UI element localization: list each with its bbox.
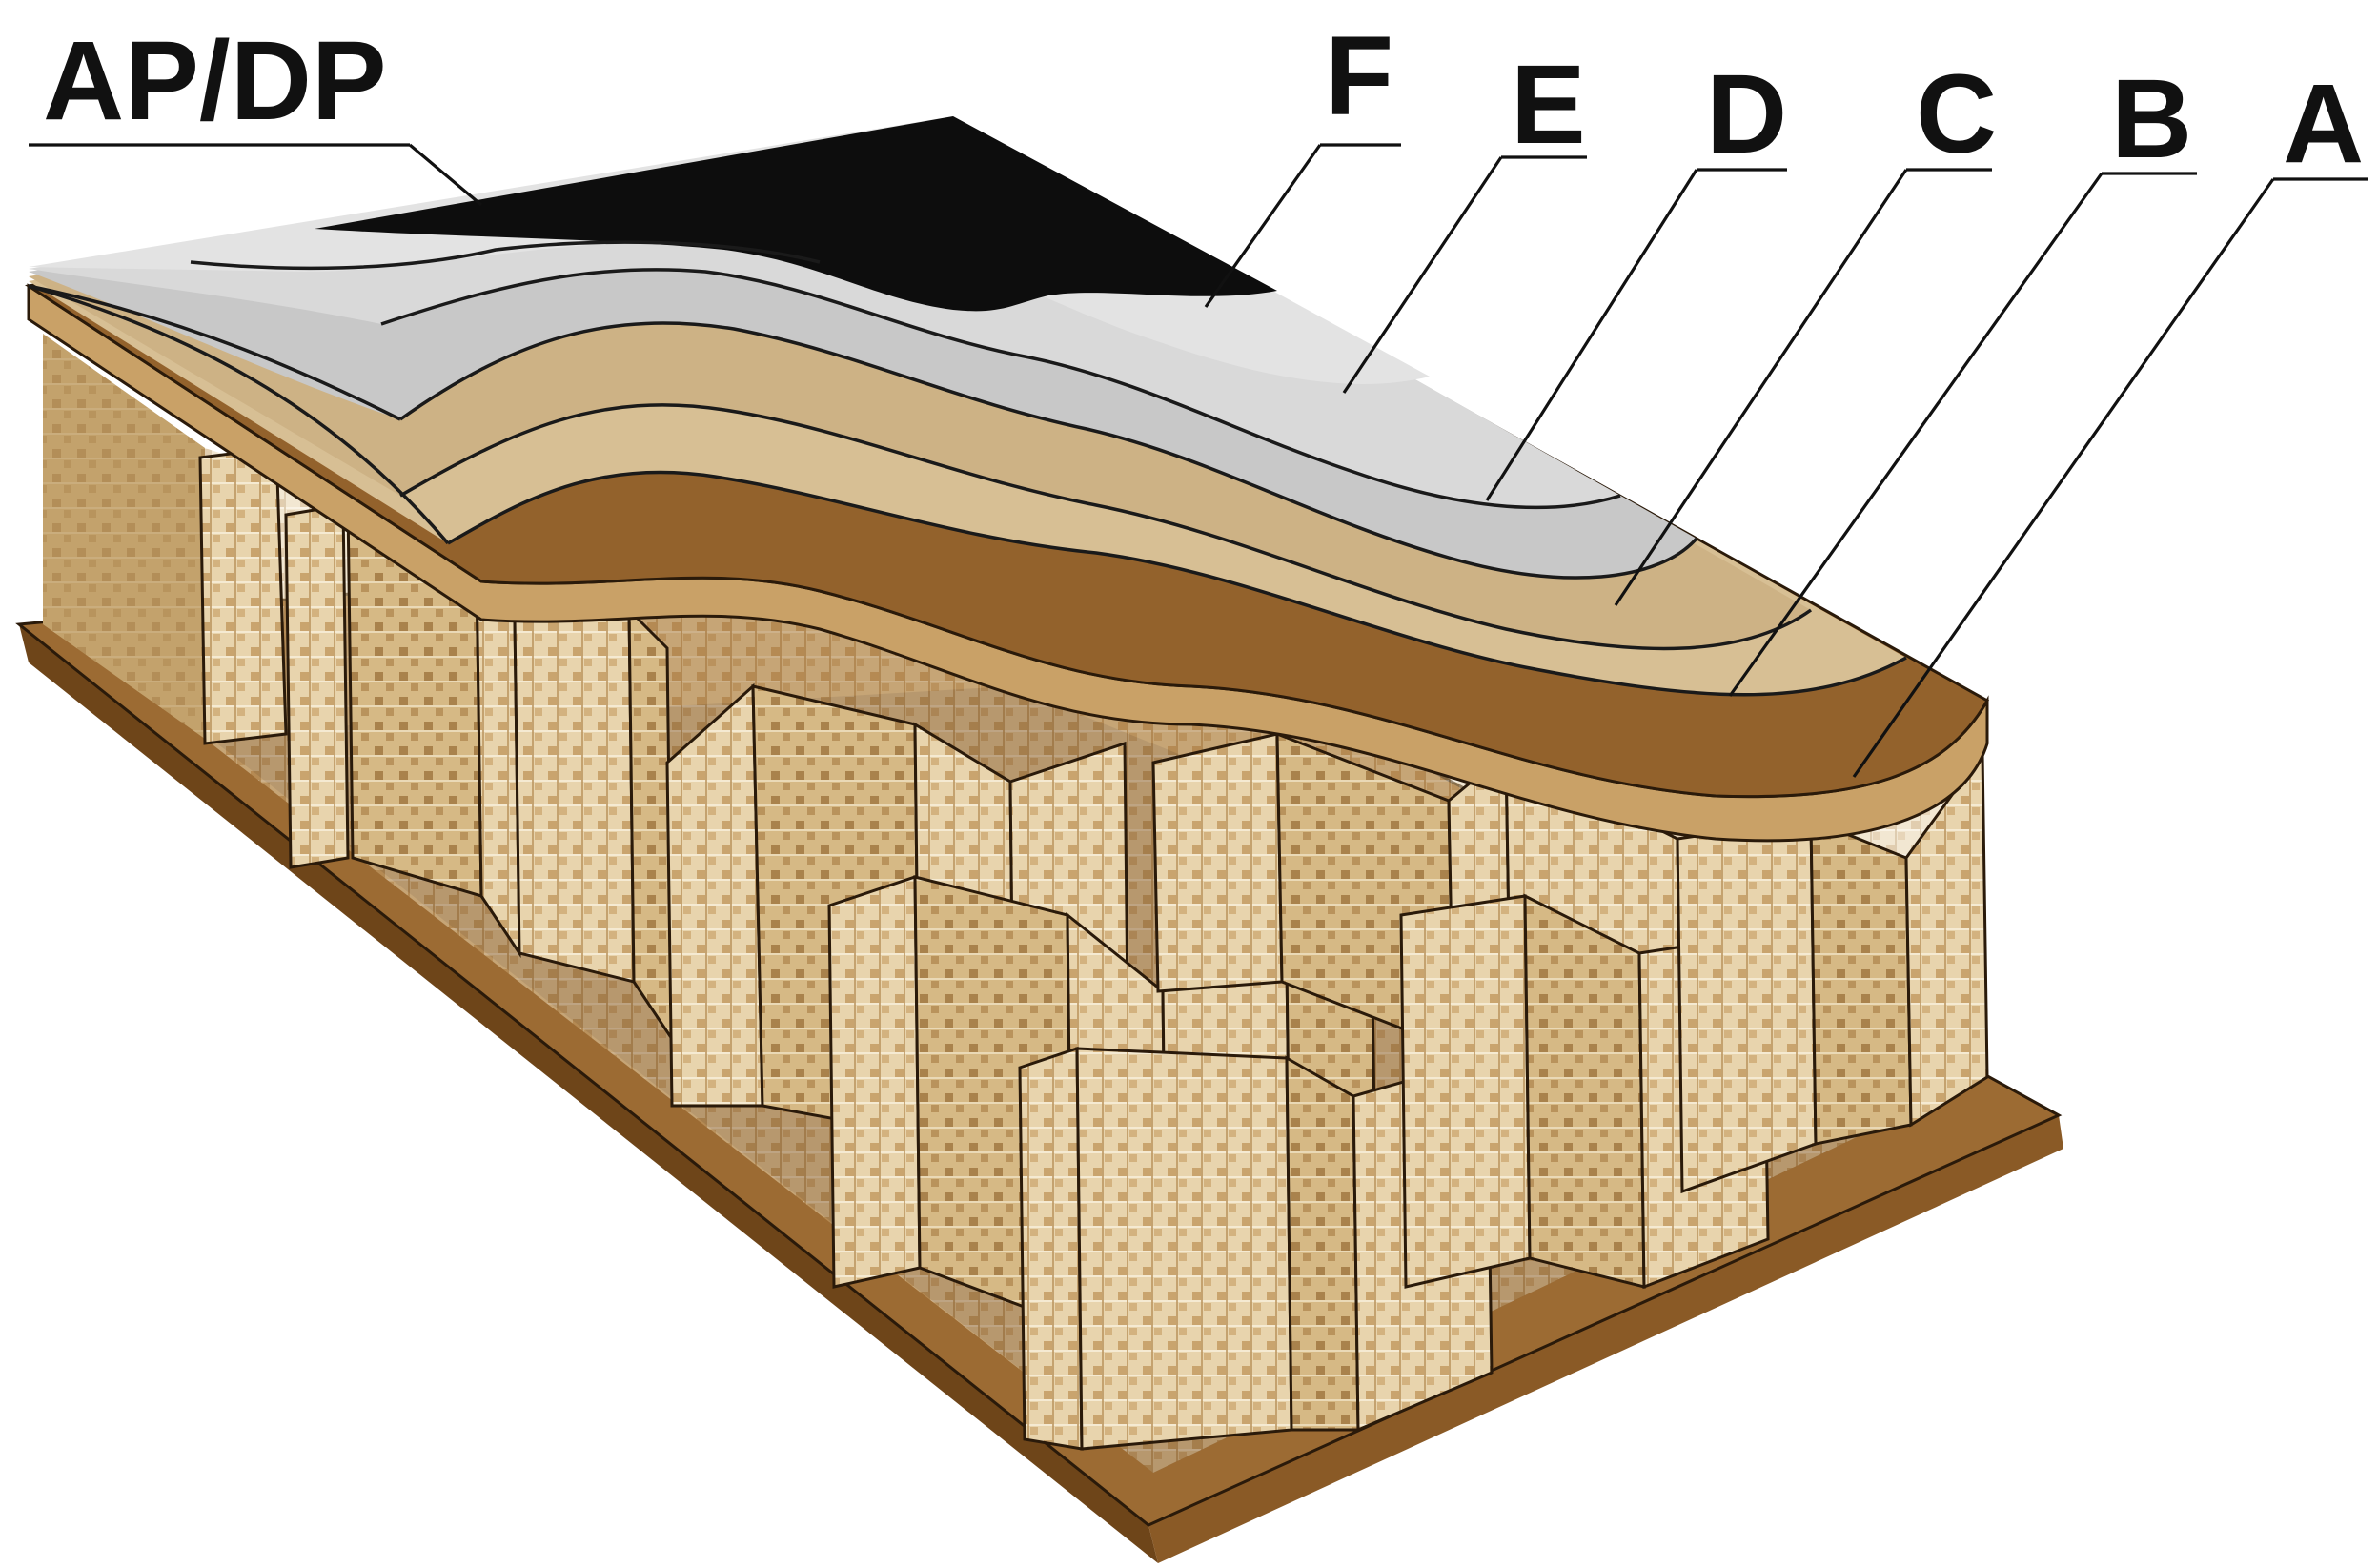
label-ap-dp-text: AP/DP: [43, 18, 387, 144]
label-f: F: [1204, 13, 1401, 308]
label-e: E: [1342, 42, 1587, 394]
label-f-text: F: [1325, 13, 1393, 139]
label-a-text: A: [2283, 61, 2364, 187]
label-d-text: D: [1706, 51, 1787, 177]
label-c: C: [1614, 51, 1997, 606]
label-a: A: [1852, 61, 2368, 778]
label-b-text: B: [2111, 56, 2192, 182]
label-c-text: C: [1916, 51, 1997, 177]
label-e-text: E: [1511, 42, 1586, 168]
ap-dp-coat: [315, 116, 1277, 312]
layer-boundaries: [28, 240, 1907, 697]
label-d: D: [1485, 51, 1787, 501]
label-b: B: [1728, 56, 2197, 697]
hexagon-cells: [198, 446, 1989, 1451]
label-ap-dp: AP/DP: [29, 18, 483, 207]
